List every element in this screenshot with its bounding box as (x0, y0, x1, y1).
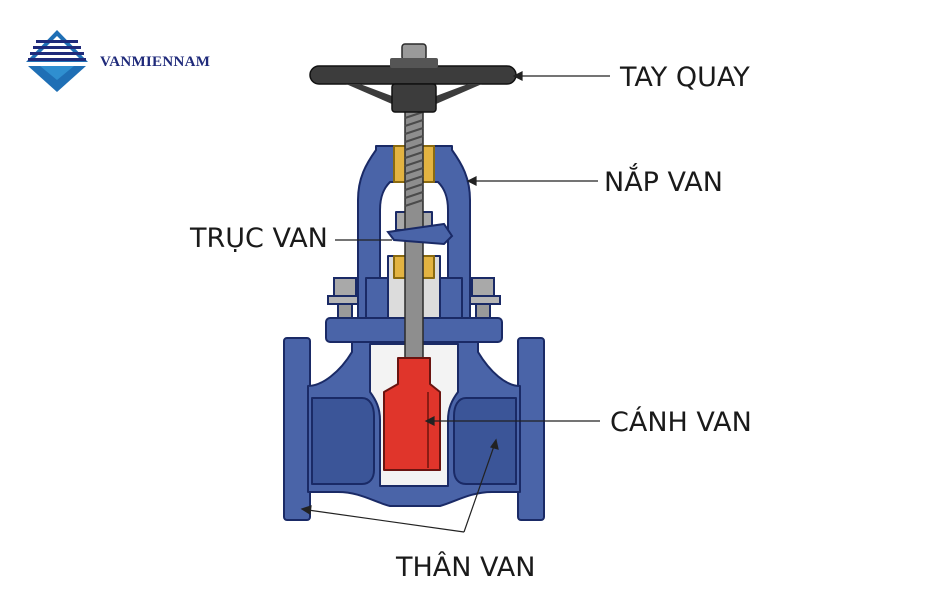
leader-body-left (307, 509, 465, 533)
label-body: THÂN VAN (395, 551, 535, 583)
brand-logo: VANMIENNAM (26, 30, 210, 92)
label-handwheel: TAY QUAY (619, 62, 750, 93)
leader-lines (300, 71, 610, 533)
arrow-body-left (300, 505, 312, 516)
bolt-right-top (471, 277, 495, 297)
bolt-left-top (333, 277, 357, 297)
arrow-disc (424, 416, 435, 426)
label-disc: CÁNH VAN (610, 406, 752, 438)
handwheel (309, 43, 517, 113)
brand-name: VANMIENNAM (100, 54, 210, 70)
label-bonnet: NẮP VAN (604, 163, 723, 198)
logo-mark-icon (26, 30, 88, 92)
leader-body-right (463, 445, 495, 533)
arrow-bonnet (466, 176, 477, 186)
label-stem: TRỤC VAN (189, 223, 328, 254)
arrow-body-right (490, 438, 499, 450)
valve-disc (383, 357, 441, 471)
washer-right (465, 295, 501, 305)
arrow-handwheel (512, 71, 523, 81)
washer-left (327, 295, 363, 305)
